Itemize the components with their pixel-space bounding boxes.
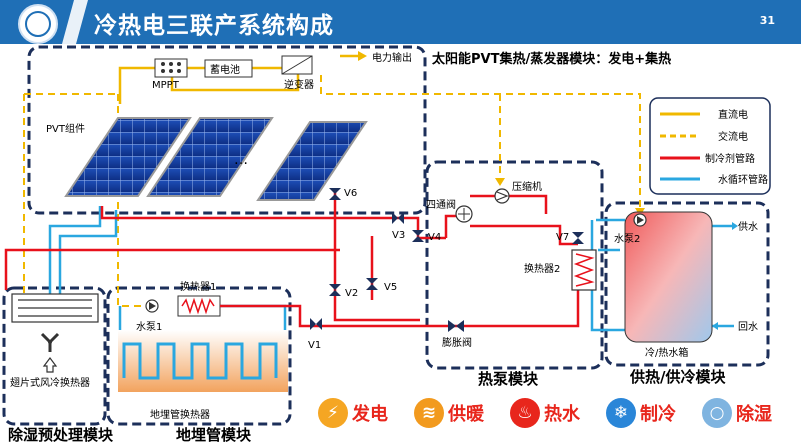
valve-v1-label: V1 bbox=[308, 340, 321, 351]
battery-box bbox=[204, 59, 253, 78]
valve-v6-label: V6 bbox=[344, 188, 357, 199]
valve-v4-label: V4 bbox=[428, 232, 441, 243]
function-dehumidify-label: 除湿 bbox=[736, 404, 772, 425]
power-output-label: 电力输出 bbox=[372, 51, 412, 64]
valve-v1-icon bbox=[310, 318, 316, 330]
function-heating-label: 供暖 bbox=[448, 404, 484, 425]
ref-hx1-line bbox=[220, 304, 420, 328]
function-cooling: ❄ 制冷 bbox=[606, 398, 676, 428]
page-number: 31 bbox=[759, 14, 775, 27]
ground-module-label: 地埋管模块 bbox=[176, 426, 252, 444]
valve-v7-icon bbox=[572, 232, 584, 238]
supply-module-frame bbox=[604, 201, 770, 367]
dehumid-module-frame bbox=[2, 286, 107, 426]
logo-ring bbox=[25, 11, 51, 37]
heat-pump-module-label: 热泵模块 bbox=[478, 370, 539, 388]
pv-panel-1 bbox=[64, 117, 192, 197]
valve-v4-icon bbox=[412, 230, 424, 236]
pvt-module-heading: 太阳能PVT集热/蒸发器模块：发电+集热 bbox=[431, 51, 671, 67]
dehumidify-icon: ○ bbox=[702, 398, 732, 428]
dehumid-module-label: 除湿预处理模块 bbox=[8, 426, 114, 444]
expansion-valve-label: 膨胀阀 bbox=[442, 336, 472, 349]
return-water-arrow-icon bbox=[712, 322, 718, 330]
dc-wire-bus bbox=[170, 74, 300, 92]
power-output-arrow-icon bbox=[358, 51, 367, 61]
pv-panel-3 bbox=[256, 121, 368, 201]
dc-wire-pvt-mppt bbox=[118, 66, 155, 104]
hot-water-icon: ♨ bbox=[510, 398, 540, 428]
valve-v6-icon bbox=[329, 188, 341, 194]
heat-pump-module-frame bbox=[425, 160, 604, 370]
four-way-valve-label: 四通阀 bbox=[426, 198, 456, 211]
function-power: ⚡ 发电 bbox=[318, 398, 388, 428]
ref-v6-v2-line bbox=[333, 190, 420, 322]
supply-water-label: 供水 bbox=[738, 220, 758, 233]
exchanger1-label: 换热器1 bbox=[180, 280, 216, 293]
legend-dc-label: 直流电 bbox=[718, 108, 748, 121]
valve-v7-label: V7 bbox=[556, 232, 569, 243]
function-heating: ≋ 供暖 bbox=[414, 398, 484, 428]
ground-soil bbox=[118, 330, 288, 392]
pv-panel-2 bbox=[146, 117, 274, 197]
pump1-label: 水泵1 bbox=[136, 321, 162, 333]
airflow-arrow-icon bbox=[42, 357, 58, 373]
valve-v2-icon bbox=[329, 284, 341, 290]
fin-exchanger-label: 翅片式风冷换热器 bbox=[10, 376, 90, 389]
valve-v5-label: V5 bbox=[384, 282, 397, 293]
battery-label: 蓄电池 bbox=[210, 63, 240, 76]
heat-wave-icon: ≋ bbox=[414, 398, 444, 428]
function-cooling-label: 制冷 bbox=[640, 404, 676, 425]
valve-v5-icon bbox=[366, 278, 378, 284]
ac-arrow-compressor-icon bbox=[495, 178, 505, 186]
ref-to-v7 bbox=[470, 224, 578, 246]
header-accent bbox=[62, 0, 88, 44]
pvt-component-label: PVT组件 bbox=[46, 122, 85, 135]
return-water-label: 回水 bbox=[738, 321, 758, 333]
pvt-ellipsis: … bbox=[234, 152, 248, 168]
function-dehumidify: ○ 除湿 bbox=[702, 398, 772, 428]
ref-hx2-return bbox=[420, 290, 580, 328]
ref-dehumid-line bbox=[4, 248, 340, 290]
ref-pvt-line bbox=[100, 206, 344, 220]
supply-module-label: 供热/供冷模块 bbox=[630, 368, 726, 386]
mppt-label: MPPT bbox=[152, 80, 180, 91]
university-logo bbox=[18, 4, 58, 44]
supply-water-arrow-icon bbox=[732, 222, 738, 230]
valve-v3-icon bbox=[392, 212, 398, 224]
function-power-label: 发电 bbox=[352, 404, 388, 425]
ground-exchanger-label: 地埋管换热器 bbox=[150, 408, 210, 421]
compressor-label: 压缩机 bbox=[512, 180, 542, 193]
water-pvt-to-dehumid bbox=[48, 206, 102, 300]
ground-serpentine-tube bbox=[122, 342, 278, 380]
pump2-label: 水泵2 bbox=[614, 233, 640, 245]
page-title: 冷热电三联产系统构成 bbox=[94, 13, 334, 39]
ref-v3-line bbox=[344, 216, 446, 240]
exchanger2-label: 换热器2 bbox=[524, 262, 560, 275]
water-pvt-return bbox=[58, 210, 118, 300]
ac-wire-pump2 bbox=[320, 75, 641, 212]
expansion-valve-icon bbox=[448, 320, 456, 332]
hot-cold-water-tank bbox=[624, 211, 713, 343]
legend-refrigerant-label: 制冷剂管路 bbox=[705, 152, 755, 165]
lightning-icon: ⚡ bbox=[318, 398, 348, 428]
ac-wire-pump1 bbox=[117, 94, 146, 307]
function-hot-water: ♨ 热水 bbox=[510, 398, 580, 428]
cooling-icon: ❄ bbox=[606, 398, 636, 428]
valve-v3-label: V3 bbox=[392, 230, 405, 241]
legend-box bbox=[649, 97, 771, 195]
mppt-box bbox=[154, 58, 188, 78]
legend-water-label: 水循环管路 bbox=[718, 173, 768, 186]
valve-v2-label: V2 bbox=[345, 288, 358, 299]
inverter-label: 逆变器 bbox=[284, 78, 314, 91]
function-hot-water-label: 热水 bbox=[544, 404, 580, 425]
header-bar: 冷热电三联产系统构成 31 bbox=[0, 0, 801, 44]
pvt-module-frame bbox=[27, 45, 427, 215]
tank-label: 冷/热水箱 bbox=[645, 346, 688, 359]
fan-icon bbox=[40, 332, 60, 352]
legend-ac-label: 交流电 bbox=[718, 130, 748, 143]
